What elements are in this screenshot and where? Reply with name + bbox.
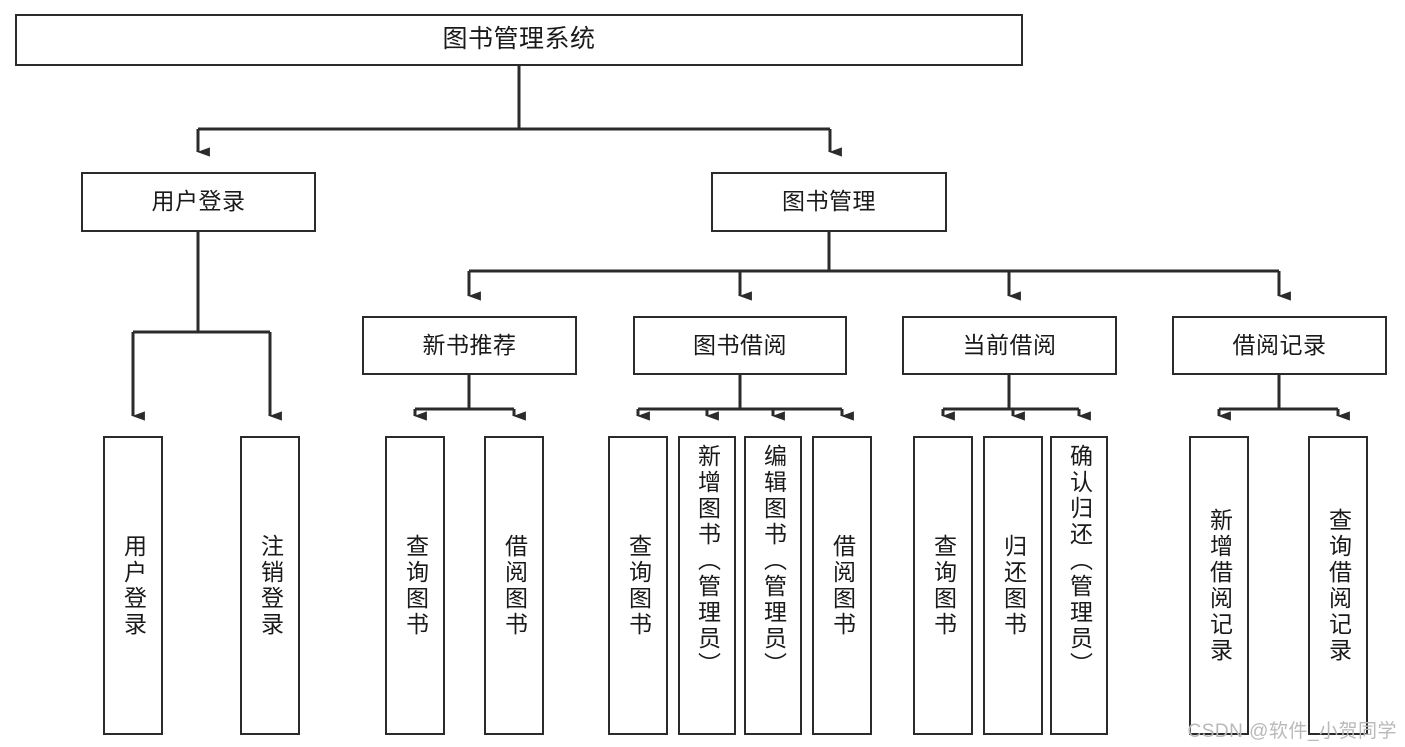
node-leaf-query-book-2[interactable]: 查询图书 <box>608 436 668 735</box>
node-label: 查询图书 <box>930 533 957 638</box>
node-label: 图书借阅 <box>693 331 787 358</box>
node-leaf-query-book-1[interactable]: 查询图书 <box>385 436 445 735</box>
node-leaf-add-book[interactable]: 新增图书（管理员） <box>678 436 736 735</box>
node-leaf-return-book[interactable]: 归还图书 <box>983 436 1043 735</box>
node-book-borrow[interactable]: 图书借阅 <box>633 316 847 375</box>
node-label: 查询图书 <box>402 533 429 638</box>
node-label: 查询借阅记录 <box>1325 507 1352 664</box>
node-leaf-query-book-3[interactable]: 查询图书 <box>913 436 973 735</box>
node-label: 图书管理系统 <box>442 25 596 54</box>
node-user-login[interactable]: 用户登录 <box>81 172 316 232</box>
node-leaf-add-record[interactable]: 新增借阅记录 <box>1189 436 1249 735</box>
node-leaf-logout[interactable]: 注销登录 <box>240 436 300 735</box>
node-borrow-record[interactable]: 借阅记录 <box>1172 316 1387 375</box>
node-label: 用户登录 <box>120 533 147 638</box>
node-label: 新书推荐 <box>422 331 517 358</box>
node-book-manage[interactable]: 图书管理 <box>711 172 947 232</box>
node-leaf-edit-book[interactable]: 编辑图书（管理员） <box>744 436 802 735</box>
node-leaf-borrow-book-1[interactable]: 借阅图书 <box>484 436 544 735</box>
node-label: 借阅记录 <box>1232 331 1327 358</box>
node-label: 查询图书 <box>625 533 652 638</box>
node-new-book-recommend[interactable]: 新书推荐 <box>362 316 577 375</box>
node-root-system[interactable]: 图书管理系统 <box>15 14 1023 66</box>
node-leaf-query-record[interactable]: 查询借阅记录 <box>1308 436 1368 735</box>
node-leaf-borrow-book-2[interactable]: 借阅图书 <box>812 436 872 735</box>
node-label: 编辑图书（管理员） <box>760 444 787 678</box>
node-label: 新增借阅记录 <box>1206 507 1233 664</box>
node-current-borrow[interactable]: 当前借阅 <box>902 316 1117 375</box>
node-leaf-confirm-return[interactable]: 确认归还（管理员） <box>1050 436 1108 735</box>
node-label: 确认归还（管理员） <box>1066 444 1093 678</box>
node-label: 当前借阅 <box>962 331 1057 358</box>
node-label: 用户登录 <box>151 188 246 215</box>
node-label: 注销登录 <box>257 533 284 638</box>
watermark-text: CSDN @软件_小贺同学 <box>1187 721 1397 742</box>
node-label: 借阅图书 <box>829 533 856 638</box>
node-leaf-user-login[interactable]: 用户登录 <box>103 436 163 735</box>
node-label: 借阅图书 <box>501 533 528 638</box>
node-label: 新增图书（管理员） <box>694 444 721 678</box>
node-label: 图书管理 <box>782 188 876 215</box>
node-label: 归还图书 <box>1000 533 1027 638</box>
